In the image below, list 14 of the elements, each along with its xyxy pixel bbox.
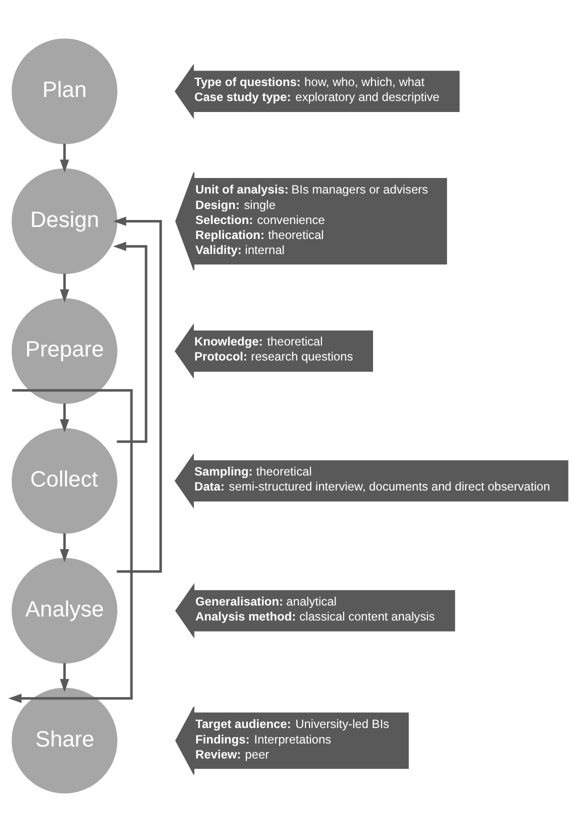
node-circle: Design (12, 168, 118, 274)
node-circle: Prepare (12, 298, 118, 404)
node-circle: Plan (12, 38, 118, 144)
arrow (60, 533, 70, 562)
arrow (60, 144, 70, 173)
arrow (60, 274, 70, 303)
node-circle: Collect (12, 428, 118, 534)
arrow (113, 216, 162, 573)
node-circle: Analyse (12, 558, 118, 664)
arrow (60, 403, 70, 432)
node-circle: Share (12, 688, 118, 794)
arrow (60, 663, 70, 692)
arrow (113, 242, 148, 443)
arrow (8, 389, 133, 703)
